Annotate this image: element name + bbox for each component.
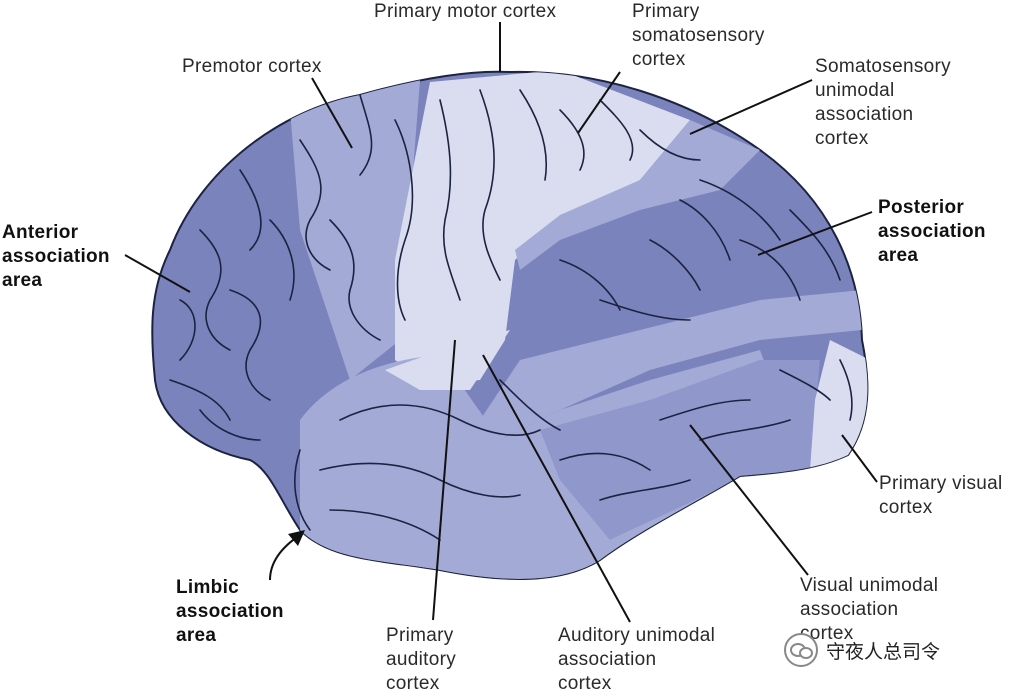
label-line: area bbox=[176, 625, 217, 646]
label-line: association bbox=[558, 649, 657, 670]
watermark: 守夜人总司令 bbox=[784, 633, 940, 667]
watermark-text: 守夜人总司令 bbox=[826, 640, 941, 663]
label-line: Auditory unimodal bbox=[558, 625, 716, 646]
label-line: Primary bbox=[632, 1, 700, 22]
label-limbic-association-area: Limbic association area bbox=[176, 576, 284, 648]
primary-visual-region bbox=[810, 340, 868, 470]
visual-unimodal-region bbox=[540, 360, 820, 540]
label-line: association bbox=[815, 104, 914, 125]
somatosensory-unimodal-region bbox=[515, 120, 760, 270]
leader-primary-visual bbox=[841, 434, 878, 483]
label-primary-motor-cortex: Primary motor cortex bbox=[374, 1, 557, 22]
leader-posterior bbox=[757, 211, 873, 256]
label-line: area bbox=[2, 270, 43, 291]
leader-anterior bbox=[124, 254, 191, 293]
label-line: Posterior bbox=[878, 197, 965, 218]
leader-visual-unimodal bbox=[689, 424, 809, 576]
label-line: association bbox=[878, 221, 986, 242]
leader-auditory-unimodal bbox=[482, 354, 631, 623]
label-line: somatosensory bbox=[632, 25, 765, 46]
label-line: association bbox=[800, 599, 899, 620]
label-primary-somatosensory-cortex: Primary somatosensory cortex bbox=[632, 0, 792, 72]
label-line: cortex bbox=[632, 49, 686, 70]
label-line: Anterior bbox=[2, 222, 79, 243]
label-line: auditory bbox=[386, 649, 456, 670]
label-line: cortex bbox=[386, 673, 440, 694]
label-primary-visual-cortex: Primary visual cortex bbox=[879, 472, 1003, 520]
label-line: Primary bbox=[386, 625, 454, 646]
premotor-region bbox=[290, 80, 420, 380]
label-line: Visual unimodal bbox=[800, 575, 939, 596]
limbic-arrowhead bbox=[288, 530, 305, 546]
label-line: association bbox=[2, 246, 110, 267]
label-line: Limbic bbox=[176, 577, 240, 598]
label-primary-auditory-cortex: Primary auditory cortex bbox=[386, 624, 456, 696]
label-line: Primary visual bbox=[879, 473, 1003, 494]
label-anterior-association-area: Anterior association area bbox=[2, 221, 110, 293]
label-line: unimodal bbox=[815, 80, 895, 101]
label-line: cortex bbox=[558, 673, 612, 694]
wechat-icon bbox=[784, 633, 818, 667]
leader-primary-auditory bbox=[432, 339, 456, 621]
label-line: area bbox=[878, 245, 919, 266]
leader-primary-somatosensory bbox=[577, 71, 621, 134]
label-premotor-cortex: Premotor cortex bbox=[182, 56, 322, 77]
primary-auditory-region bbox=[385, 330, 510, 390]
label-line: cortex bbox=[815, 128, 869, 149]
leader-somatosensory-unimodal bbox=[689, 79, 813, 135]
auditory-unimodal-region bbox=[480, 290, 862, 440]
label-auditory-unimodal-association: Auditory unimodal association cortex bbox=[558, 624, 715, 696]
leader-lines bbox=[124, 22, 878, 623]
label-line: association bbox=[176, 601, 284, 622]
label-line: Somatosensory bbox=[815, 56, 951, 77]
label-somatosensory-unimodal: Somatosensory unimodal association corte… bbox=[815, 55, 951, 151]
primary-motor-region bbox=[395, 71, 690, 385]
leader-premotor bbox=[311, 77, 353, 149]
label-posterior-association-area: Posterior association area bbox=[878, 196, 986, 268]
label-line: cortex bbox=[879, 497, 933, 518]
sulci-lines bbox=[169, 89, 853, 541]
